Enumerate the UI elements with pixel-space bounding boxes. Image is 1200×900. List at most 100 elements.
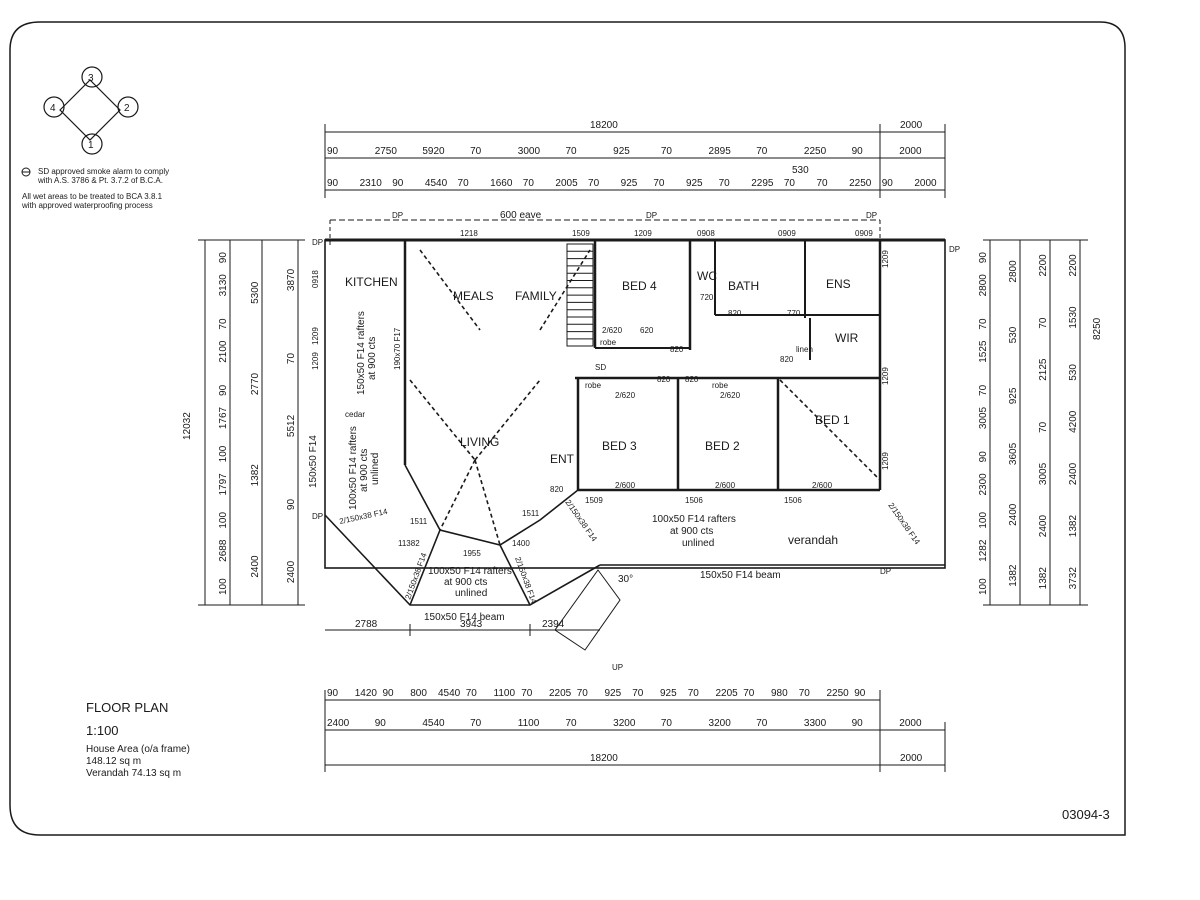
drawing-number: 03094-3 (1062, 807, 1110, 822)
dim-left-col1-10: 100 (218, 578, 229, 595)
dim-top-row2-9: 70 (756, 146, 768, 157)
dp-label-3: DP (866, 211, 877, 220)
door-label-0: 720 (700, 293, 714, 302)
room-label-robe-bed4: robe (600, 338, 617, 347)
door-label-6: 2/620 (615, 391, 636, 400)
opening-label-3: 1511 (410, 517, 428, 526)
dim-top-row2-2: 5920 (422, 146, 445, 157)
dim-top-row3-17: 90 (882, 178, 894, 189)
dim-left-col1-4: 90 (218, 384, 229, 396)
door-label-3: 620 (640, 326, 654, 335)
bay-rafters-line1: 100x50 F14 rafters (428, 566, 512, 577)
dim-left-col1-9: 2688 (218, 539, 229, 562)
house-area-label: House Area (o/a frame) (86, 744, 190, 755)
dim-left-col1-2: 70 (218, 318, 229, 330)
dp-label-7: DP (880, 567, 891, 576)
dim-right-col3-2: 2125 (1038, 358, 1049, 381)
dim-right-col2-2: 925 (1008, 387, 1019, 404)
door-label-9: 2/600 (615, 481, 636, 490)
dim-top-row3-16: 2250 (849, 178, 872, 189)
dim-left-col3-0: 3870 (286, 268, 297, 291)
dp-label-1: DP (392, 211, 403, 220)
dim-right-col1-3: 1525 (978, 340, 989, 363)
dim-top-row2-6: 925 (613, 146, 630, 157)
room-label-ent: ENT (550, 452, 575, 466)
dim-top-row3-12: 70 (719, 178, 731, 189)
dim-left-col1-6: 100 (218, 445, 229, 462)
verandah-rafters-line2: at 900 cts (670, 526, 713, 537)
verandah-rafters-line1: 100x50 F14 rafters (652, 514, 736, 525)
verandah-rafters-line3: unlined (682, 538, 714, 549)
dim-top-row2-8: 2895 (709, 146, 732, 157)
room-label-family: FAMILY (515, 289, 557, 303)
door-label-4: 820 (670, 345, 684, 354)
opening-top-0: 1218 (460, 229, 478, 238)
dp-label-4: DP (949, 245, 960, 254)
dim-left-col2-2: 1382 (250, 464, 261, 487)
dim-right-col1-2: 70 (978, 318, 989, 330)
compass-label-4: 4 (50, 103, 56, 114)
dim-right-col2-3: 3605 (1008, 442, 1019, 465)
dim-top-row3-10: 70 (653, 178, 665, 189)
dim-bottom-row2-8: 3200 (709, 718, 732, 729)
dim-left-col1-5: 1767 (218, 406, 229, 429)
kitchen-rafters-line1: 150x50 F14 rafters (356, 311, 367, 395)
dim-right-col3-6: 1382 (1038, 567, 1049, 590)
angle-label: 30° (618, 574, 633, 585)
dim-right-col3-1: 70 (1038, 317, 1049, 329)
dim-top-row3-9: 925 (621, 178, 638, 189)
opening-top-3: 0908 (697, 229, 715, 238)
door-label-11: 2/600 (812, 481, 833, 490)
dim-right-col2-4: 2400 (1008, 503, 1019, 526)
dim-bottom-row1-16: 980 (771, 688, 788, 699)
opening-label-0: 1509 (585, 496, 603, 505)
dim-bottom-row1-5: 70 (466, 688, 478, 699)
room-label-meals: MEALS (453, 289, 494, 303)
dim-right-col2-5: 1382 (1008, 564, 1019, 587)
dim-bottom-row1-10: 925 (605, 688, 622, 699)
dim-left-col2-0: 5300 (250, 281, 261, 304)
dim-bay-left: 2788 (355, 619, 378, 630)
stairs (554, 243, 621, 651)
dim-left-col3-4: 2400 (286, 560, 297, 583)
room-label-living: LIVING (460, 435, 499, 449)
dim-right-col1-0: 90 (978, 252, 989, 264)
dim-bottom-row1-6: 1100 (494, 688, 516, 699)
dim-right-col4-3: 4200 (1068, 410, 1079, 433)
dim-top-530: 530 (792, 165, 809, 176)
compass-symbol (43, 66, 139, 155)
dim-top-row2-11: 90 (852, 146, 864, 157)
bay-beam-label: 150x50 F14 beam (424, 612, 505, 623)
house-outline (324, 219, 946, 569)
dim-bottom-row2-9: 70 (756, 718, 768, 729)
opening-label-4: 1511 (522, 509, 540, 518)
dim-right-col1-5: 3005 (978, 406, 989, 429)
dim-bottom-row1-12: 925 (660, 688, 677, 699)
dim-bottom-row2-2: 4540 (422, 718, 445, 729)
dim-bottom-row2-1: 90 (375, 718, 387, 729)
brace-label-3: 2/150x38 F14 (886, 501, 922, 547)
dim-right-col1-1: 2800 (978, 274, 989, 297)
opening-label-1: 1506 (685, 496, 703, 505)
dim-bay-mid: 3943 (460, 619, 483, 630)
dim-left-col1-7: 1797 (218, 473, 229, 496)
dp-label-2: DP (646, 211, 657, 220)
room-label-linen: linen (796, 345, 813, 354)
dim-bottom-row1-17: 70 (799, 688, 811, 699)
note-smoke-1: SD approved smoke alarm to comply (38, 167, 169, 176)
door-label-12: 820 (550, 485, 564, 494)
left-dimension-lines (198, 239, 305, 606)
dim-top-row2-12: 2000 (899, 146, 922, 157)
dim-top-row2-5: 70 (565, 146, 577, 157)
opening-top-5: 0909 (855, 229, 873, 238)
dim-right-col1-10: 100 (978, 578, 989, 595)
room-label-bed2: BED 2 (705, 439, 740, 453)
dim-top-row3-7: 2005 (555, 178, 578, 189)
dim-left-col3-2: 5512 (286, 414, 297, 437)
dim-bottom-row2-6: 3200 (613, 718, 636, 729)
sheet-border (9, 21, 1126, 836)
brace-label-1: 2/150x38 F14 (339, 507, 389, 526)
house-area-value: 148.12 sq m (86, 756, 141, 767)
dim-right-col1-7: 2300 (978, 473, 989, 496)
dim-bottom-overall-right: 2000 (900, 753, 923, 764)
